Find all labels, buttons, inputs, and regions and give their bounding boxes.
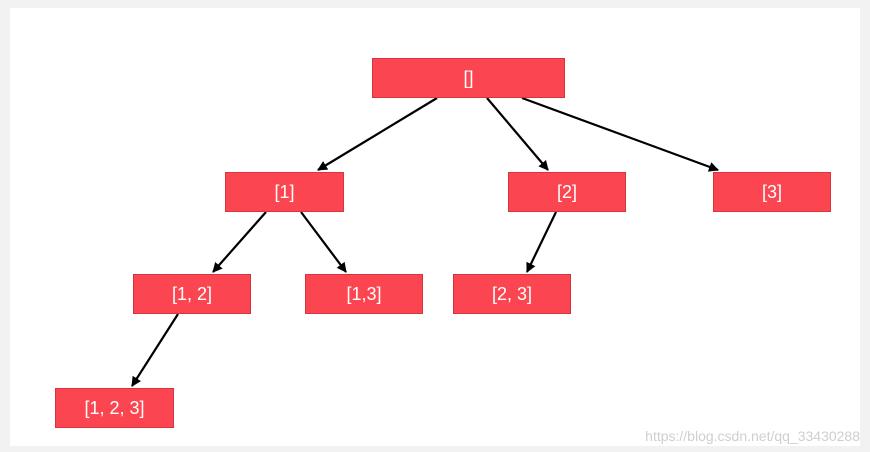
node-2: [2] <box>508 172 626 212</box>
node-3: [3] <box>713 172 831 212</box>
node-1-2-3: [1, 2, 3] <box>55 388 174 428</box>
node-1: [1] <box>225 172 344 212</box>
watermark-text: https://blog.csdn.net/qq_33430288 <box>645 428 860 444</box>
node-root: [] <box>372 58 565 98</box>
node-2-3: [2, 3] <box>453 274 571 314</box>
node-1-2: [1, 2] <box>133 274 251 314</box>
node-1-3: [1,3] <box>305 274 423 314</box>
